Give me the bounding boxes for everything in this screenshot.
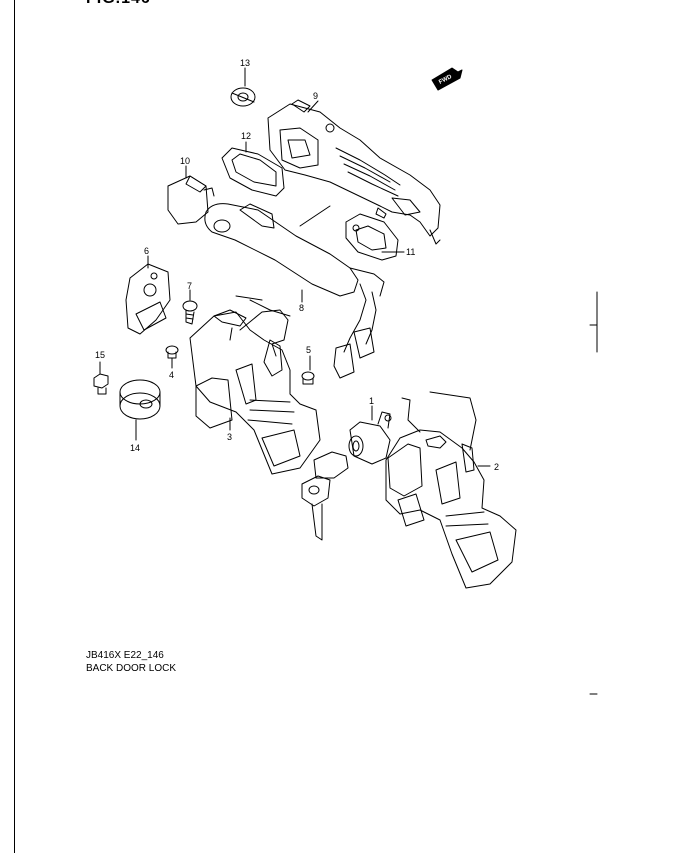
part-pad-11 <box>345 213 399 261</box>
part-cylinder-1 <box>348 411 392 465</box>
callout-14: 14 <box>130 443 141 453</box>
callout-5: 5 <box>306 345 312 355</box>
page-border-line <box>14 0 15 853</box>
callout-7: 7 <box>187 281 193 291</box>
part-striker-6 <box>125 263 171 335</box>
callout-10: 10 <box>180 156 191 166</box>
callout-4: 4 <box>169 370 175 380</box>
part-bumper-14 <box>119 379 161 420</box>
part-bolt-5 <box>301 371 315 385</box>
part-lock-assembly-2 <box>385 391 517 589</box>
part-outer-handle-8 <box>204 203 385 379</box>
callout-1: 1 <box>369 396 375 406</box>
part-grommet-13 <box>230 87 256 107</box>
callout-15: 15 <box>95 350 106 360</box>
callout-12: 12 <box>241 131 252 141</box>
fwd-arrow-icon <box>431 67 463 91</box>
leader-9 <box>307 100 319 113</box>
part-lock-assembly-3 <box>189 309 321 475</box>
callout-8: 8 <box>299 303 305 313</box>
callout-6: 6 <box>144 246 150 256</box>
part-handle-bracket-9 <box>267 99 441 245</box>
part-gasket-12 <box>221 147 285 197</box>
figure-caption: BACK DOOR LOCK <box>86 663 177 674</box>
part-screw-7 <box>182 300 198 325</box>
part-bolt-4 <box>165 345 179 359</box>
part-bolt-15 <box>93 373 109 395</box>
assembly-line-b <box>229 327 233 341</box>
callout-3: 3 <box>227 432 233 442</box>
part-cap-10 <box>167 175 215 225</box>
part-key <box>301 451 349 541</box>
assembly-line-a <box>299 205 331 227</box>
figure-title: FIG.146 <box>86 0 151 8</box>
figure-code: JB416X E22_146 <box>86 650 164 661</box>
callout-13: 13 <box>240 58 251 68</box>
callout-2: 2 <box>494 462 500 472</box>
callout-11: 11 <box>406 247 416 257</box>
callout-9: 9 <box>313 91 319 101</box>
